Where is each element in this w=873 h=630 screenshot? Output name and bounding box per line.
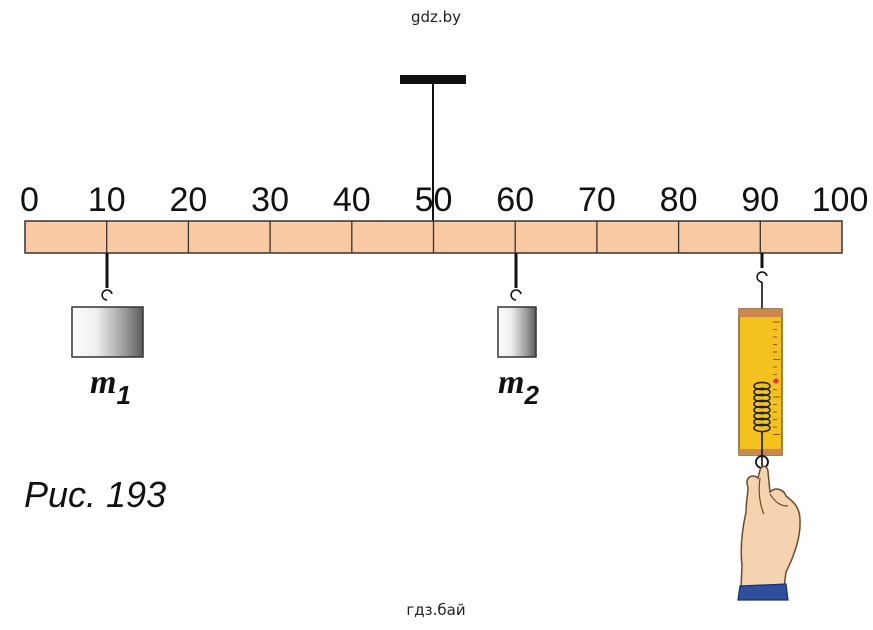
mass-m1-label: m1 — [90, 364, 131, 410]
tick-label-40: 40 — [333, 181, 371, 219]
hook-icon — [756, 271, 768, 283]
ceiling-support — [400, 75, 466, 84]
spring-turn — [753, 411, 771, 421]
mass-m2-label: m2 — [498, 364, 539, 410]
tick-label-60: 60 — [496, 181, 534, 219]
watermark-bottom: гдз.бай — [406, 601, 465, 619]
dynamometer-pointer — [773, 378, 779, 384]
scale-tick-labels: 0 10 20 30 40 50 60 70 80 90 100 — [20, 181, 868, 219]
hook-icon — [510, 289, 522, 301]
figure-caption: Рис. 193 — [24, 474, 166, 515]
spring-turn — [753, 399, 771, 409]
tick-label-50: 50 — [415, 181, 453, 219]
mass-m2-symbol: m — [498, 364, 524, 401]
spring-turn — [753, 387, 771, 397]
spring-turn — [753, 393, 771, 403]
hook-icon — [101, 289, 113, 301]
watermark-top: gdz.by — [411, 8, 461, 26]
tick-label-30: 30 — [251, 181, 289, 219]
tick-label-10: 10 — [88, 181, 126, 219]
mass-m1: m1 — [71, 253, 144, 410]
tick-label-20: 20 — [169, 181, 207, 219]
mass-m2: m2 — [497, 253, 539, 410]
hand-icon — [737, 465, 801, 601]
tick-label-100: 100 — [812, 181, 869, 219]
hand-thumb-line — [769, 493, 789, 507]
tick-label-80: 80 — [660, 181, 698, 219]
spring-turn — [753, 405, 771, 415]
tick-label-0: 0 — [20, 181, 39, 219]
dynamometer-bottom-cap — [739, 449, 782, 455]
ruler-divisions — [106, 221, 761, 253]
dynamometer-scale — [773, 321, 780, 435]
sleeve — [737, 583, 789, 601]
hand-palm — [740, 465, 801, 589]
mass-m2-block — [497, 306, 537, 358]
spring-dynamometer — [738, 253, 783, 470]
tick-label-90: 90 — [741, 181, 779, 219]
spring-turn — [753, 381, 771, 391]
spring-coil — [753, 381, 771, 433]
spring-turn — [753, 423, 771, 433]
spring-turn — [753, 417, 771, 427]
mass-m1-subscript: 1 — [116, 380, 130, 410]
dynamometer-cap — [739, 309, 782, 317]
hand-finger-line — [758, 477, 765, 515]
tick-label-70: 70 — [578, 181, 616, 219]
mass-m1-block — [71, 306, 144, 358]
mass-m1-symbol: m — [90, 364, 116, 401]
mass-m2-subscript: 2 — [523, 380, 539, 410]
